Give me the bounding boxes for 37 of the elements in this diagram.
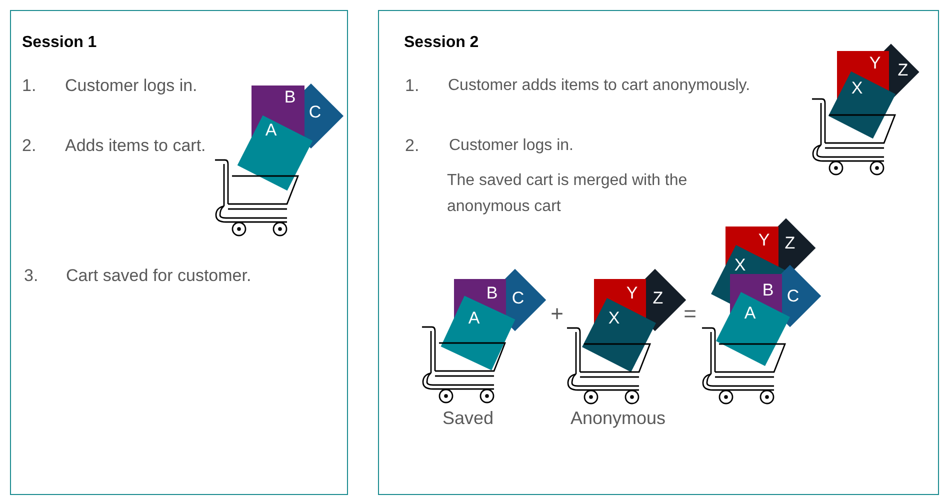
session-panel	[10, 10, 348, 495]
plus-sign: +	[550, 303, 564, 325]
card-letter: C	[512, 290, 524, 306]
step-text: Customer logs in.	[65, 76, 198, 96]
equals-sign: =	[684, 303, 696, 325]
card-letter: Y	[869, 54, 881, 72]
panel-heading: Session 1	[22, 33, 97, 52]
step-text: Customer adds items to cart anonymously.	[448, 76, 750, 96]
step-number: 2.	[405, 136, 420, 156]
step-number: 1.	[22, 76, 36, 96]
card-letter: B	[486, 284, 498, 302]
card-letter: Y	[626, 284, 638, 302]
card-letter: C	[786, 288, 800, 304]
note-text: The saved cart is merged with the anonymous cart	[447, 171, 688, 217]
card-letter: Z	[898, 62, 908, 78]
step-number: 2.	[22, 136, 36, 156]
step-number: 1.	[405, 76, 420, 96]
card-letter: A	[468, 310, 480, 326]
card-letter: B	[284, 88, 296, 106]
cart-caption: Saved	[442, 409, 494, 427]
step-text: Adds items to cart.	[65, 136, 206, 156]
card-letter: X	[851, 80, 863, 96]
session-panel	[378, 10, 939, 495]
card-letter: C	[308, 104, 322, 120]
step-number: 3.	[24, 266, 38, 286]
cart-caption: Anonymous	[570, 409, 666, 427]
card-letter: Y	[758, 232, 770, 248]
step-text: Cart saved for customer.	[66, 266, 252, 286]
card-letter: A	[744, 304, 756, 322]
card-letter: B	[762, 282, 774, 298]
step-text: Customer logs in.	[449, 136, 574, 156]
card-letter: X	[734, 256, 746, 274]
card-letter: X	[608, 310, 620, 326]
panel-heading: Session 2	[404, 33, 479, 52]
card-letter: A	[265, 122, 277, 138]
card-letter: Z	[652, 290, 664, 306]
card-letter: Z	[784, 234, 796, 252]
